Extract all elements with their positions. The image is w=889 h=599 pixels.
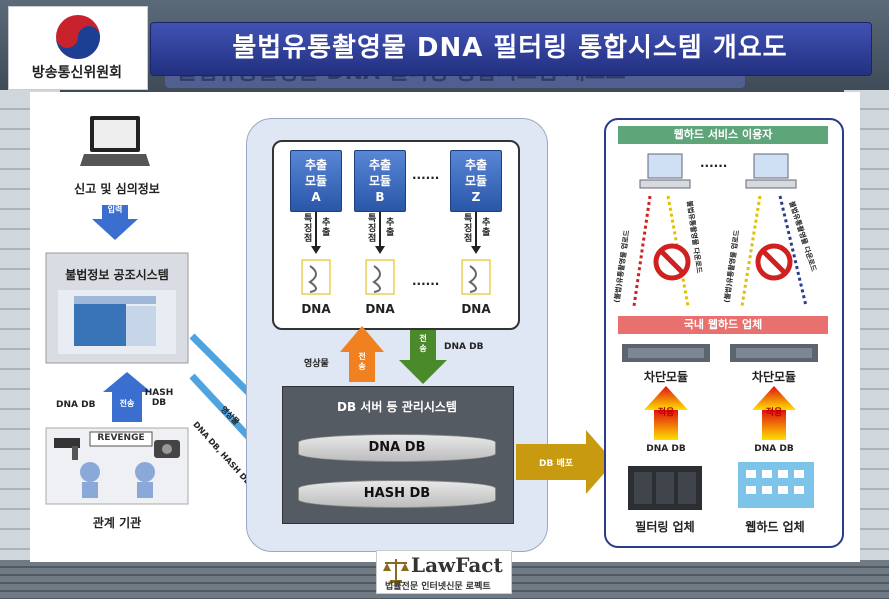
logo-text: 방송통신위원회 xyxy=(31,65,123,81)
prohibit-icon xyxy=(755,243,793,281)
dna-label-a: DNA xyxy=(301,302,331,316)
left-hash-db-label: HASH DB xyxy=(144,388,174,408)
page-title: 불법유통촬영물 DNA 필터링 통합시스템 개요도 xyxy=(232,33,788,63)
cctv-icon xyxy=(54,438,80,460)
feature-label-a: 특징점 xyxy=(304,214,313,244)
center-transfer-up-label: 전송 xyxy=(358,352,366,371)
apply-label-right: 적용 xyxy=(765,408,783,418)
building-icon xyxy=(738,462,814,508)
robot-icon xyxy=(135,462,155,498)
right-dna-db-label-right: DNA DB xyxy=(754,444,794,454)
block-module-icon xyxy=(622,344,710,362)
extract-arrow-a xyxy=(311,212,321,254)
hash-db-cylinder: HASH DB xyxy=(298,480,496,508)
block-module-icon xyxy=(730,344,818,362)
revenge-sign xyxy=(89,431,153,447)
sharing-system-label: 불법정보 공조시스템 xyxy=(65,268,169,282)
upload-arrow-left xyxy=(632,195,652,307)
extract-arrow-b xyxy=(375,212,385,254)
prohibit-icon xyxy=(653,243,691,281)
camera-icon xyxy=(154,440,180,458)
webhard-users-bar: 웹하드 서비스 이용자 xyxy=(618,126,828,144)
download-arrow-right xyxy=(778,195,808,307)
dna-db-cylinder: DNA DB xyxy=(298,434,496,462)
dna-label-z: DNA xyxy=(461,302,491,316)
lawfact-brand: LawFact xyxy=(411,553,503,577)
modules-ellipsis: ...... xyxy=(412,168,440,182)
filtering-company-label: 필터링 업체 xyxy=(635,520,695,534)
right-dna-db-label-left: DNA DB xyxy=(646,444,686,454)
db-system-label: DB 서버 등 관리시스템 xyxy=(337,400,457,414)
dna-doc-icon xyxy=(365,259,395,295)
upload-arrow-right xyxy=(740,195,762,307)
db-deploy-label: DB 배포 xyxy=(538,459,574,469)
extract-label-a: 추출 xyxy=(322,218,331,238)
dna-doc-icon xyxy=(461,259,491,295)
dna-doc-icon xyxy=(301,259,331,295)
center-dna-db-label: DNA DB xyxy=(444,342,484,352)
dna-label-b: DNA xyxy=(365,302,395,316)
extract-label-z: 추출 xyxy=(482,218,491,238)
transfer-up-arrow xyxy=(103,372,151,422)
feature-label-b: 특징점 xyxy=(368,214,377,244)
lawfact-tagline: 법률전문 인터넷신문 로펙트 xyxy=(385,582,491,592)
kcc-emblem-icon xyxy=(56,15,100,59)
title-bar xyxy=(150,22,872,76)
report-info-label: 신고 및 심의정보 xyxy=(74,182,160,196)
revenge-text: REVENGE xyxy=(97,433,145,443)
left-transfer-label: 전송 xyxy=(119,399,135,408)
block-module-label-right: 차단모듈 xyxy=(751,370,797,384)
center-video-label: 영상물 xyxy=(304,359,329,369)
block-module-label-left: 차단모듈 xyxy=(643,370,689,384)
dna-db-down-arrow xyxy=(399,330,447,384)
robot-icon xyxy=(80,462,100,498)
apply-label-left: 적용 xyxy=(657,408,675,418)
kcc-logo xyxy=(8,6,148,90)
extract-label-b: 추출 xyxy=(386,218,395,238)
users-ellipsis: ...... xyxy=(700,156,728,170)
db-deploy-arrow xyxy=(516,430,614,494)
input-arrow xyxy=(92,205,138,240)
apply-arrow-left xyxy=(644,386,688,440)
desktop-pc-icon xyxy=(639,153,691,189)
domestic-webhard-bar: 국내 웹하드 업체 xyxy=(618,316,828,334)
server-photo-icon xyxy=(58,290,176,354)
dna-ellipsis: ...... xyxy=(412,274,440,288)
laptop-icon xyxy=(80,116,150,166)
agency-label: 관계 기관 xyxy=(92,516,142,530)
scales-icon xyxy=(383,559,409,583)
center-transfer-down-label: 전송 xyxy=(419,334,427,353)
webhard-company-label: 웹하드 업체 xyxy=(745,520,805,534)
feature-label-z: 특징점 xyxy=(464,214,473,244)
left-dna-db-label: DNA DB xyxy=(56,400,96,410)
extract-arrow-z xyxy=(471,212,481,254)
video-up-arrow xyxy=(340,326,384,382)
desktop-pc-icon xyxy=(745,153,797,189)
lawfact-logo: LawFact 법률전문 인터넷신문 로펙트 xyxy=(376,550,512,594)
input-label: 입력 xyxy=(107,205,123,214)
apply-arrow-right xyxy=(752,386,796,440)
server-rack-icon xyxy=(628,466,702,510)
